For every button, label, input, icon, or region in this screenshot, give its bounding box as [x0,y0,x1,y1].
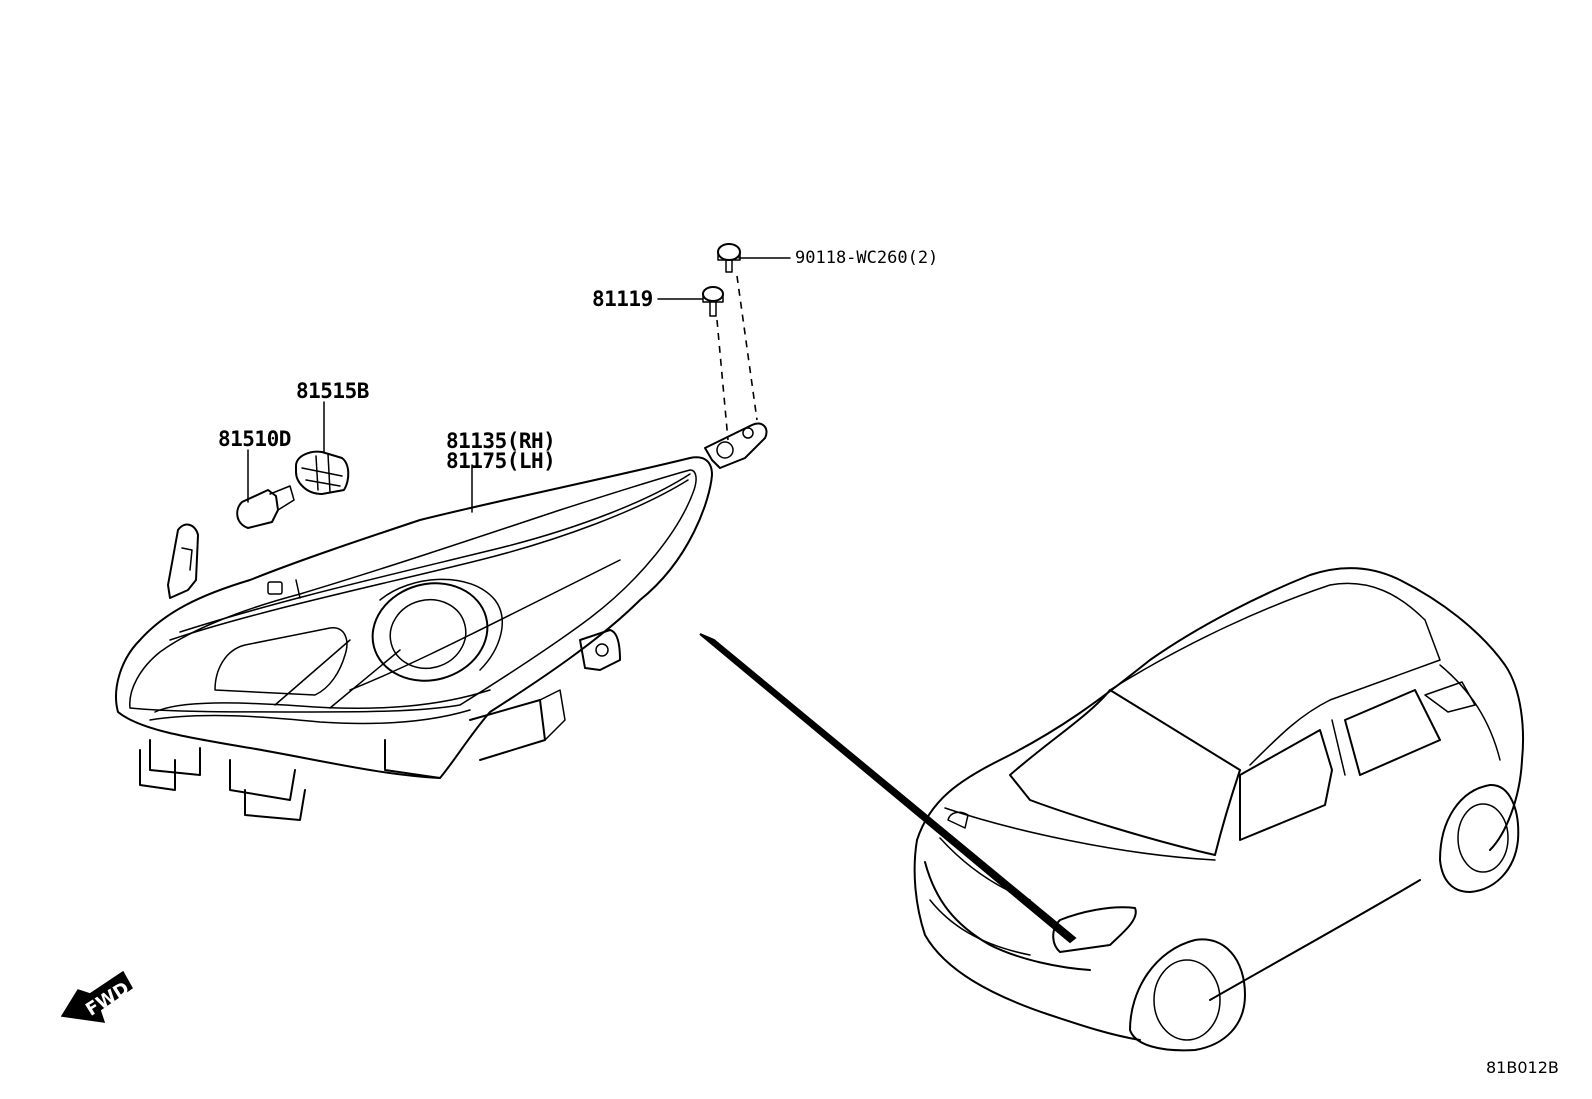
pointer-arrow [699,633,1077,944]
bulb-81510D [236,485,295,529]
label-headlamp-lh: 81175(LH) [446,449,555,473]
bolt-90118 [717,243,741,273]
label-bulb: 81510D [218,427,291,451]
vehicle-outline [913,567,1524,1052]
label-socket: 81515B [296,379,369,403]
headlamp-assembly [115,422,768,821]
label-screw: 81119 [592,287,653,311]
fwd-arrow-icon: FWD [60,970,133,1023]
label-bolt: 90118-WC260(2) [795,248,938,268]
screw-81119 [702,286,724,317]
leader-lines [247,257,791,513]
diagram-code: 81B012B [1486,1058,1559,1077]
socket-81515B [295,450,350,495]
label-headlamp-rh: 81135(RH) [446,429,555,453]
